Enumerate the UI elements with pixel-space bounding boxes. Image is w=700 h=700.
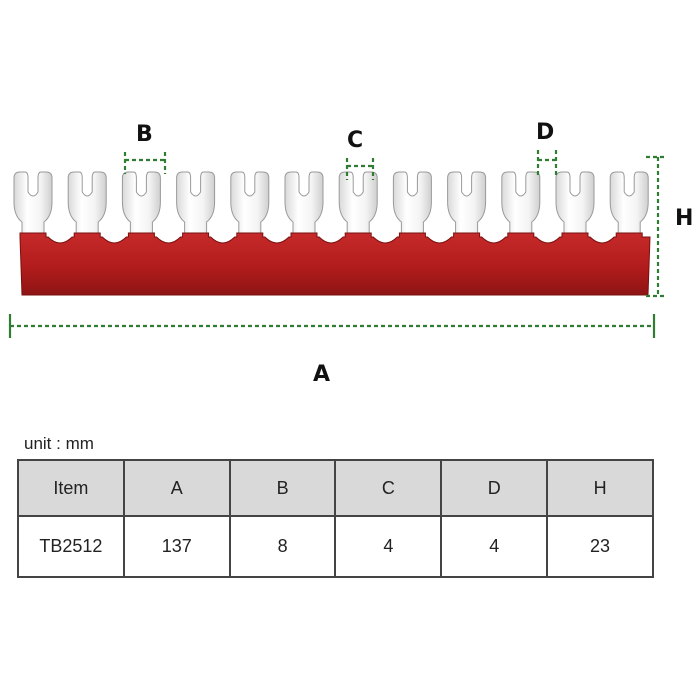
dimension-label-b: B: [136, 122, 153, 147]
table-header-row: Item A B C D H: [17, 459, 654, 517]
terminal-bar-drawing: [8, 150, 664, 338]
insulator-bar: [19, 232, 651, 296]
table-header-cell: H: [546, 459, 654, 517]
fork-terminal: [176, 171, 216, 240]
fork-terminal: [555, 171, 595, 240]
fork-terminal: [501, 171, 541, 240]
fork-terminal: [230, 171, 270, 240]
dimension-label-d: D: [536, 120, 555, 145]
fork-terminal: [338, 171, 378, 240]
table-header-cell: B: [228, 459, 337, 517]
table-cell: 23: [546, 515, 654, 578]
dimension-lines: [8, 150, 664, 338]
red-insulator-bar: [19, 232, 651, 296]
dimension-spec-table: Item A B C D H TB2512 137 8 4 4 23: [17, 459, 654, 578]
fork-terminal: [447, 171, 487, 240]
fork-terminal: [13, 171, 53, 240]
fork-terminal: [284, 171, 324, 240]
fork-terminal: [67, 171, 107, 240]
table-header-cell: D: [440, 459, 549, 517]
fork-terminal: [609, 171, 649, 240]
terminal-bar-diagram: B C D H A: [8, 120, 694, 387]
table-header-cell: Item: [17, 459, 125, 517]
dimension-label-h: H: [675, 206, 694, 231]
table-header-cell: A: [122, 459, 231, 517]
table-cell: TB2512: [17, 515, 125, 578]
table-cell: 137: [122, 515, 231, 578]
dimension-label-a: A: [313, 362, 331, 387]
fork-terminal: [392, 171, 432, 240]
unit-label: unit : mm: [24, 434, 94, 453]
table-header-cell: C: [334, 459, 443, 517]
table-cell: 4: [334, 515, 443, 578]
fork-terminal: [121, 171, 161, 240]
table-cell: 4: [440, 515, 549, 578]
table-cell: 8: [228, 515, 337, 578]
dimension-label-c: C: [347, 128, 364, 153]
table-row: TB2512 137 8 4 4 23: [17, 515, 654, 578]
fork-terminals: [13, 171, 649, 240]
